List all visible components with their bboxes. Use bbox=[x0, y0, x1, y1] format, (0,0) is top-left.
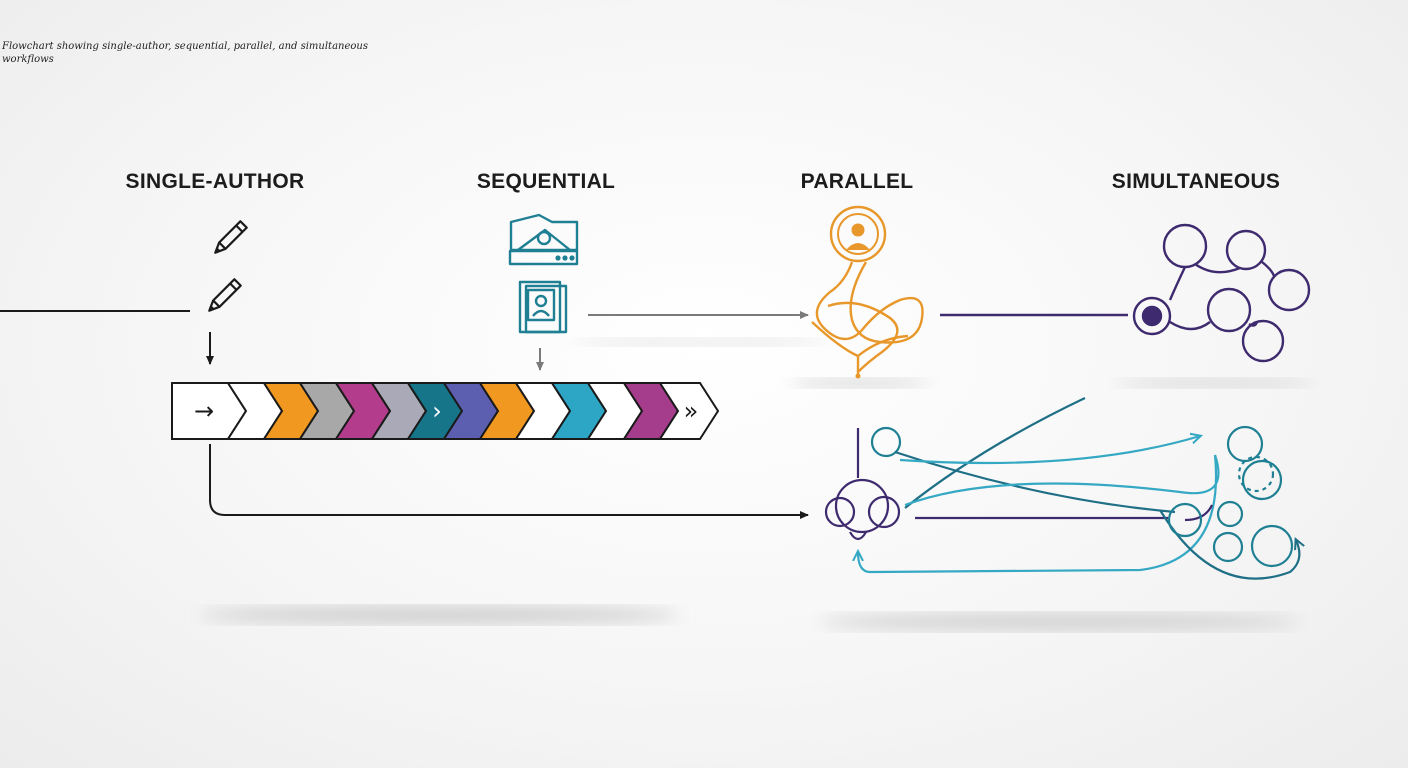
collaboration-network-icon bbox=[824, 397, 1299, 580]
column-title-parallel: PARALLEL bbox=[800, 170, 914, 193]
chevron-segment bbox=[658, 382, 720, 440]
chevron-strip: → › » bbox=[171, 382, 720, 440]
chevron-symbol: → bbox=[194, 397, 214, 425]
diagram-caption: Flowchart showing single-author, sequent… bbox=[2, 41, 368, 65]
pencil-icon bbox=[208, 278, 242, 312]
pencil-icon bbox=[214, 220, 248, 254]
column-title-simultaneous: SIMULTANEOUS bbox=[1111, 170, 1281, 193]
bubble-network-icon bbox=[1132, 223, 1311, 363]
monitor-icon bbox=[508, 213, 579, 266]
column-title-single-author: SINGLE-AUTHOR bbox=[125, 170, 305, 193]
bottom-flow-arrow bbox=[209, 444, 809, 519]
chevron-symbol: › bbox=[432, 397, 442, 425]
person-node-icon bbox=[811, 205, 924, 379]
chevron-symbol: » bbox=[684, 397, 699, 425]
floor-shadows bbox=[200, 338, 1315, 631]
column-title-sequential: SEQUENTIAL bbox=[476, 170, 616, 193]
document-person-icon bbox=[518, 280, 568, 334]
